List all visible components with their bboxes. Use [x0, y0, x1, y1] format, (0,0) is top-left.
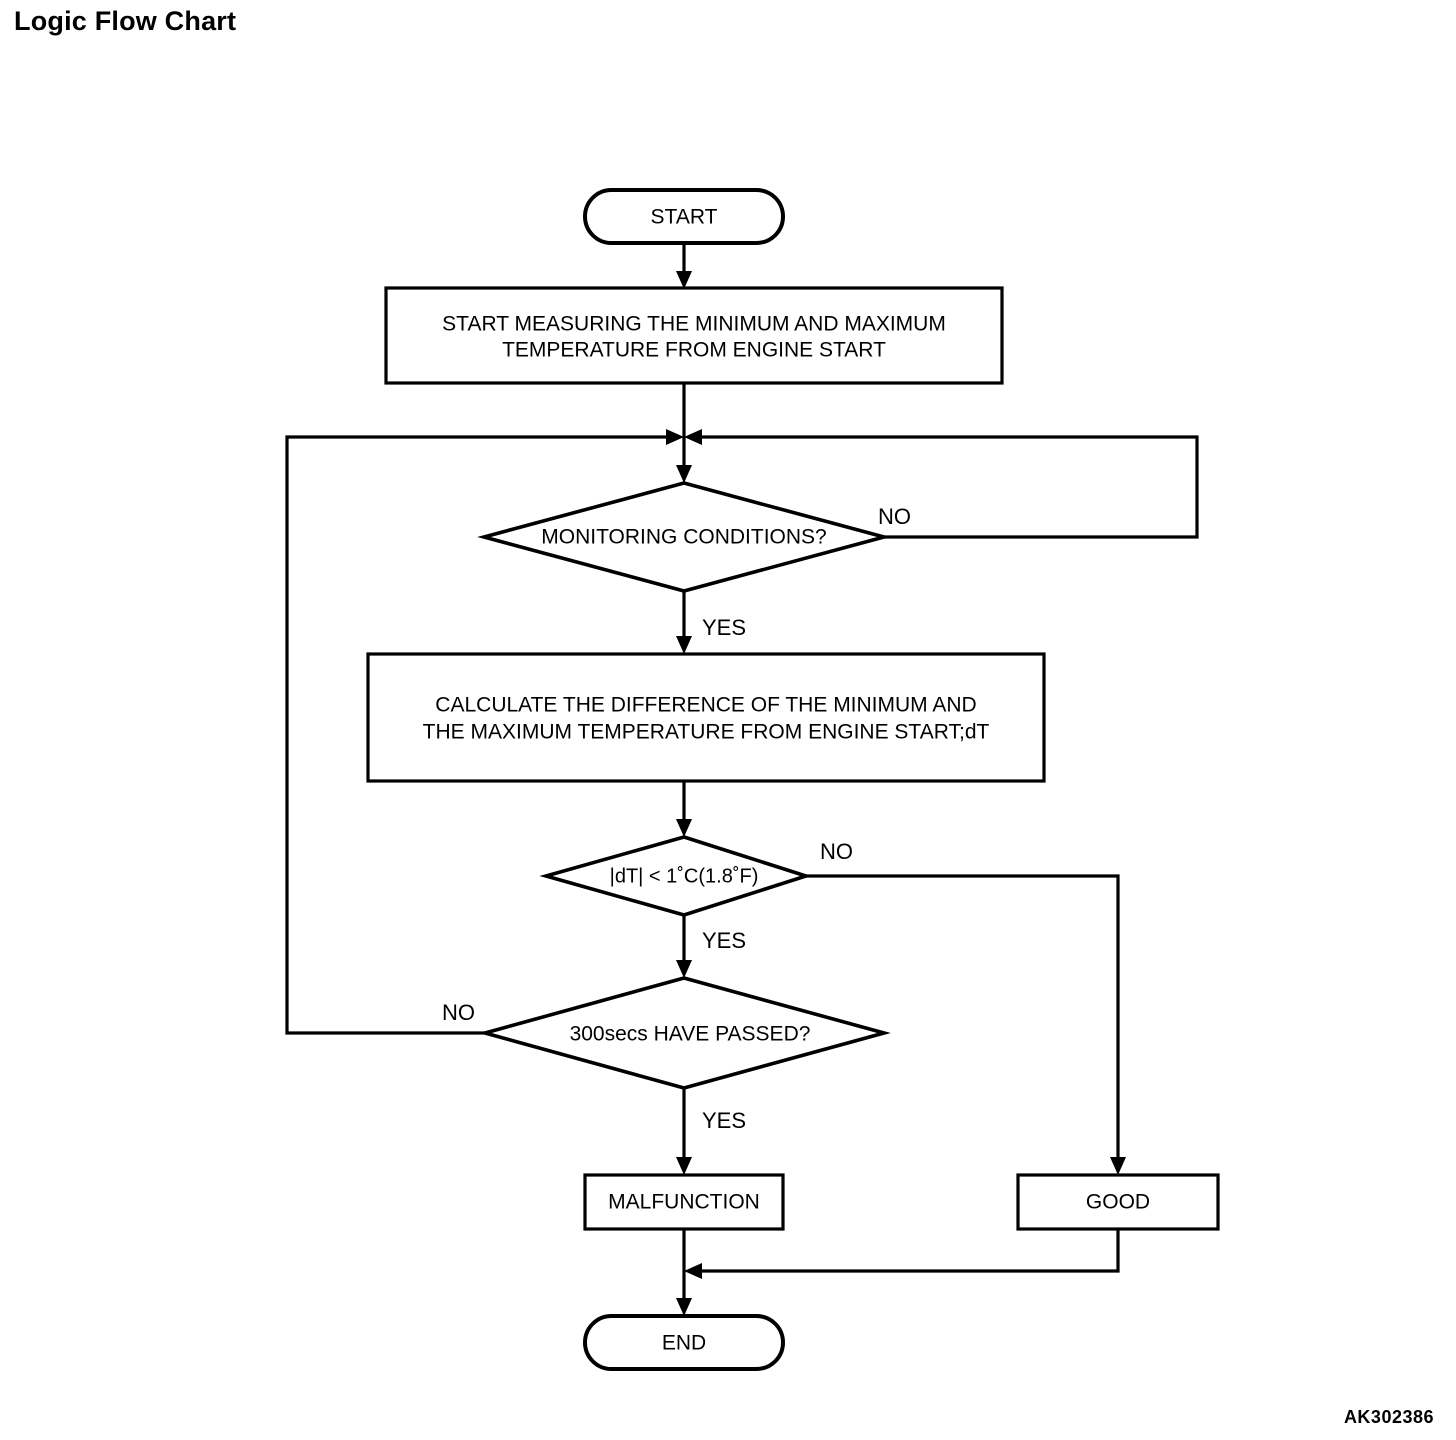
node-timer-check-label: 300secs HAVE PASSED?: [570, 1023, 811, 1046]
edge-good-to-end: [684, 1229, 1120, 1279]
node-monitoring-conditions-label: MONITORING CONDITIONS?: [541, 526, 826, 549]
node-good-label: GOOD: [1086, 1191, 1150, 1214]
edge-label-monitoring-yes: YES: [702, 615, 746, 640]
edge-start-to-measure: [676, 243, 692, 289]
edge-dtcheck-no-to-good: [806, 874, 1126, 1175]
node-calculate-label-line1: CALCULATE THE DIFFERENCE OF THE MINIMUM …: [435, 694, 976, 717]
edge-label-dtcheck-yes: YES: [702, 928, 746, 953]
node-dt-threshold-check[interactable]: |dT| < 1˚C(1.8˚F): [539, 835, 812, 917]
edge-timer-yes-to-malfunction: [676, 1088, 692, 1175]
edge-monitoring-no-loop: [684, 429, 1199, 539]
node-dt-threshold-check-label: |dT| < 1˚C(1.8˚F): [610, 865, 759, 887]
node-measure-label-line1: START MEASURING THE MINIMUM AND MAXIMUM: [442, 313, 946, 336]
page-title: Logic Flow Chart: [14, 6, 237, 36]
edge-calculate-to-dtcheck: [676, 781, 692, 837]
node-malfunction[interactable]: MALFUNCTION: [583, 1173, 785, 1231]
edge-label-dtcheck-no: NO: [820, 839, 853, 864]
node-end[interactable]: END: [583, 1314, 785, 1371]
edge-malfunction-to-end: [676, 1229, 692, 1316]
edge-dtcheck-yes-to-timer: [676, 915, 692, 978]
edge-label-timer-no: NO: [442, 1000, 475, 1025]
edge-timer-no-loop: [285, 429, 684, 1035]
node-good[interactable]: GOOD: [1016, 1173, 1220, 1231]
node-malfunction-label: MALFUNCTION: [608, 1191, 760, 1214]
document-code-watermark: AK302386: [1343, 1407, 1434, 1427]
edge-junction-to-monitoring: [676, 437, 692, 483]
node-measure-label-line2: TEMPERATURE FROM ENGINE START: [502, 339, 886, 362]
node-measure[interactable]: START MEASURING THE MINIMUM AND MAXIMUM …: [384, 286, 1004, 385]
node-calculate-label-line2: THE MAXIMUM TEMPERATURE FROM ENGINE STAR…: [423, 721, 990, 744]
node-calculate[interactable]: CALCULATE THE DIFFERENCE OF THE MINIMUM …: [366, 652, 1046, 783]
edge-label-timer-yes: YES: [702, 1108, 746, 1133]
edge-monitoring-yes-to-calculate: [676, 591, 692, 654]
node-start[interactable]: START: [583, 188, 785, 245]
node-monitoring-conditions[interactable]: MONITORING CONDITIONS?: [477, 481, 891, 593]
node-end-label: END: [662, 1332, 706, 1355]
node-timer-check[interactable]: 300secs HAVE PASSED?: [478, 976, 891, 1090]
edge-label-monitoring-no: NO: [878, 504, 911, 529]
node-start-label: START: [651, 206, 718, 229]
